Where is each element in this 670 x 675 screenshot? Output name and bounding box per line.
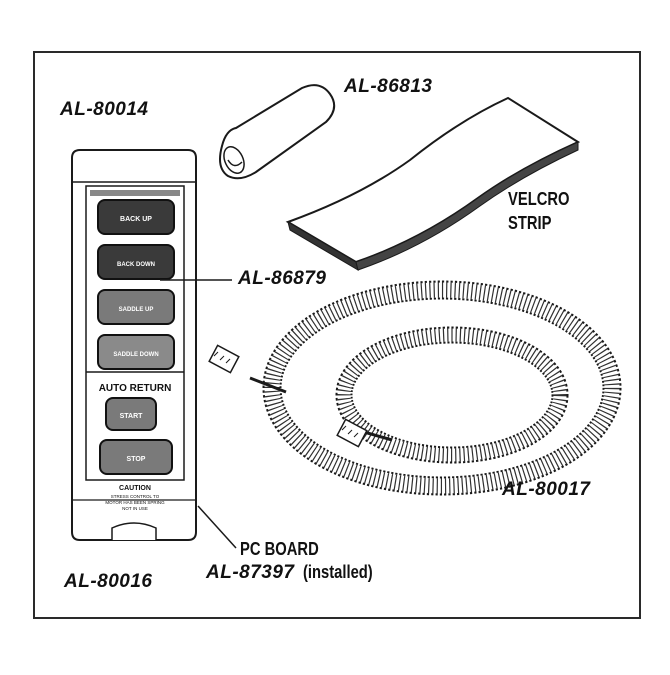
saddle-down-button[interactable]	[97, 334, 175, 370]
cord-plug-left	[208, 344, 240, 374]
coiled-cord	[208, 280, 622, 496]
diagram-border	[33, 51, 641, 619]
cord-part-number: AL-80017	[502, 479, 591, 500]
saddle-up-label: SADDLE UP	[119, 307, 154, 313]
saddle-down-label: SADDLE DOWN	[113, 352, 158, 358]
velcro-label-line1: VELCRO	[508, 189, 570, 209]
saddle-up-button[interactable]	[97, 289, 175, 325]
back-up-label: BACK UP	[120, 216, 152, 223]
sleeve-part	[219, 84, 336, 180]
velcro-strip	[285, 96, 581, 272]
caution-line-2: MOTOR HAS BEEN SPRING	[105, 500, 165, 505]
sleeve-part-number: AL-86813	[344, 76, 433, 97]
endcap-part-number: AL-80016	[64, 571, 153, 592]
remote-buttons: BACK UP BACK DOWN SADDLE UP SADDLE DOWN …	[97, 199, 175, 511]
caution-line-3: NOT IN USE	[122, 506, 148, 511]
caution-line-1: STRESS CONTROL TO	[111, 494, 160, 499]
back-up-button[interactable]	[97, 199, 175, 235]
pcboard-installed-note: (installed)	[302, 562, 373, 582]
back-down-button[interactable]	[97, 244, 175, 280]
velcro-label-line2: STRIP	[508, 213, 552, 233]
remote-part-number: AL-80014	[60, 99, 149, 120]
membrane-part-number: AL-86879	[238, 268, 327, 289]
stop-label: STOP	[127, 456, 146, 463]
pcboard-part-row: AL-87397 (installed)	[206, 563, 388, 582]
cord-plug-center	[336, 418, 368, 448]
start-label: START	[120, 413, 144, 420]
auto-return-label: AUTO RETURN	[99, 383, 172, 394]
pcboard-part-number: AL-87397	[206, 562, 295, 583]
pcboard-label: PC BOARD	[240, 539, 319, 559]
stop-button[interactable]	[99, 439, 173, 475]
back-down-label: BACK DOWN	[117, 262, 155, 268]
caution-title: CAUTION	[119, 485, 151, 492]
pcboard-leader	[197, 505, 237, 549]
start-button[interactable]	[105, 397, 157, 431]
